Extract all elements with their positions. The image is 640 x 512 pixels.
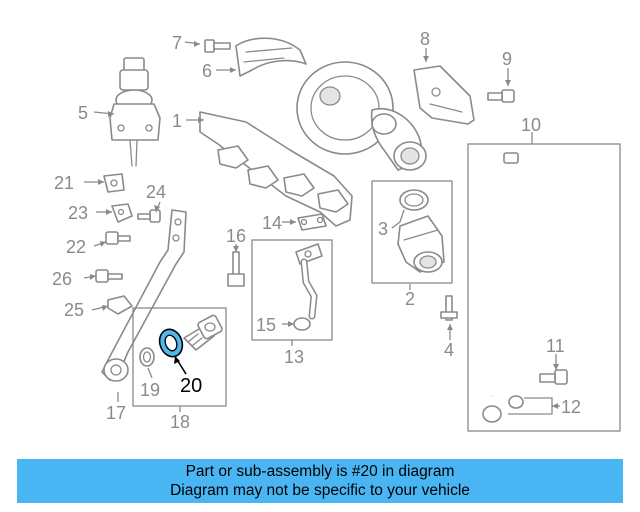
callout-16: 16 xyxy=(226,226,246,246)
callout-22: 22 xyxy=(66,237,86,257)
callout-5: 5 xyxy=(78,103,88,123)
callout-24: 24 xyxy=(146,182,166,202)
callout-12: 12 xyxy=(561,397,581,417)
callout-9: 9 xyxy=(502,49,512,69)
part-11-banjo-bolt xyxy=(539,369,568,385)
callout-18: 18 xyxy=(170,412,190,432)
part-21-clip xyxy=(103,173,125,193)
part-23-bracket xyxy=(111,203,133,223)
callout-20-highlighted: 20 xyxy=(180,375,202,397)
callout-14: 14 xyxy=(262,213,282,233)
part-2-frame xyxy=(371,180,453,284)
info-banner: Part or sub-assembly is #20 in diagram D… xyxy=(17,459,623,503)
callout-26: 26 xyxy=(52,269,72,289)
part-5-egr-valve xyxy=(109,57,161,167)
part-4-stud xyxy=(440,295,458,321)
part-10-oil-feed-line xyxy=(482,152,525,423)
part-3-gasket xyxy=(399,189,429,211)
leader-arrowheads xyxy=(90,41,559,409)
part-7-bolt xyxy=(204,39,231,53)
callout-15: 15 xyxy=(256,315,276,335)
part-24-bolt xyxy=(137,209,161,223)
part-16-bolt xyxy=(227,251,245,287)
banner-line-disclaimer: Diagram may not be specific to your vehi… xyxy=(170,482,470,499)
part-8-bracket xyxy=(413,65,475,125)
part-9-bolt xyxy=(487,89,515,103)
leader-part-20 xyxy=(174,356,187,375)
part-6-heat-shield xyxy=(235,37,307,77)
callout-25: 25 xyxy=(64,300,84,320)
callout-10: 10 xyxy=(521,115,541,135)
callout-3: 3 xyxy=(378,219,388,239)
callout-7: 7 xyxy=(172,33,182,53)
callout-17: 17 xyxy=(106,403,126,423)
callout-19: 19 xyxy=(140,380,160,400)
callout-11: 11 xyxy=(546,336,565,356)
banner-line-part-number: Part or sub-assembly is #20 in diagram xyxy=(185,463,455,480)
part-18-hollow-bolt xyxy=(183,314,223,351)
callout-4: 4 xyxy=(444,340,454,360)
part-14-gasket xyxy=(297,213,327,231)
callout-8: 8 xyxy=(420,29,430,49)
callout-1: 1 xyxy=(172,111,182,131)
callout-6: 6 xyxy=(202,61,212,81)
callout-23: 23 xyxy=(68,203,88,223)
part-10-frame xyxy=(467,143,621,432)
part-17-support-bracket xyxy=(101,209,187,382)
part-26-bolt xyxy=(95,269,123,283)
callout-labels: 7 6 5 1 8 9 10 3 2 4 11 12 13 14 15 16 1… xyxy=(52,29,581,432)
callout-21: 21 xyxy=(54,173,74,193)
part-15-gasket xyxy=(293,317,311,331)
part-22-bolt xyxy=(105,231,131,245)
callout-13: 13 xyxy=(284,347,304,367)
part-2-outlet-pipe xyxy=(397,215,445,273)
part-20-sealing-ring-highlighted[interactable] xyxy=(156,326,186,360)
part-19-sealing-ring xyxy=(139,347,155,367)
part-13-oil-return-pipe xyxy=(295,243,323,320)
callout-2: 2 xyxy=(405,289,415,309)
part-1-turbocharger-manifold xyxy=(199,61,427,227)
part-25-clip xyxy=(107,295,133,315)
